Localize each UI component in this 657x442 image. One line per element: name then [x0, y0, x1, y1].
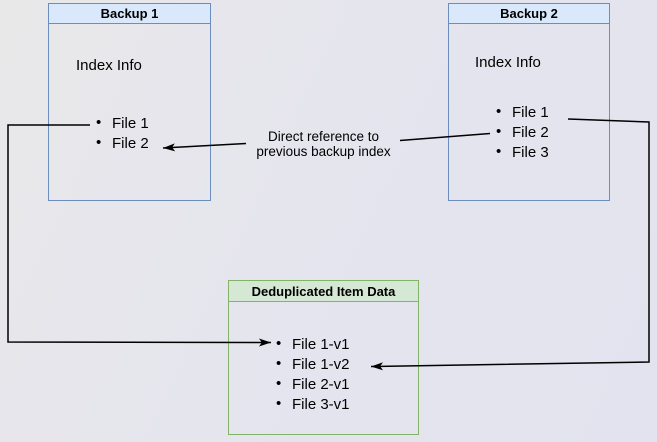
list-item-label: File 3: [512, 144, 549, 161]
list-item-label: File 3-v1: [292, 396, 350, 413]
backup2-file-list: • File 1 • File 2 • File 3: [496, 103, 549, 163]
bullet-icon: •: [496, 143, 502, 160]
dedup-header: Deduplicated Item Data: [229, 281, 418, 302]
list-item: • File 2: [96, 134, 149, 154]
list-item: • File 2: [496, 123, 549, 143]
list-item-label: File 2-v1: [292, 376, 350, 393]
backup1-box: Backup 1 Index Info • File 1 • File 2: [48, 3, 211, 201]
list-item: • File 1-v1: [276, 335, 350, 355]
list-item-label: File 2: [512, 124, 549, 141]
bullet-icon: •: [96, 114, 102, 131]
bullet-icon: •: [496, 103, 502, 120]
bullet-icon: •: [276, 355, 282, 372]
list-item-label: File 1: [112, 115, 149, 132]
list-item-label: File 1-v1: [292, 336, 350, 353]
backup2-title: Backup 2: [500, 6, 558, 21]
annotation-line2: previous backup index: [256, 144, 391, 160]
backup1-file-list: • File 1 • File 2: [96, 114, 149, 153]
dedup-item-list: • File 1-v1 • File 1-v2 • File 2-v1 • Fi…: [276, 335, 350, 415]
direct-reference-annotation: Direct reference to previous backup inde…: [236, 129, 411, 159]
annotation-line1: Direct reference to: [267, 129, 380, 144]
backup1-header: Backup 1: [49, 4, 210, 24]
list-item: • File 3: [496, 143, 549, 163]
list-item-label: File 1-v2: [292, 356, 350, 373]
list-item: • File 1-v2: [276, 355, 350, 375]
list-item: • File 3-v1: [276, 395, 350, 415]
bullet-icon: •: [496, 123, 502, 140]
bullet-icon: •: [276, 375, 282, 392]
bullet-icon: •: [276, 335, 282, 352]
backup2-box: Backup 2 Index Info • File 1 • File 2 • …: [448, 3, 610, 201]
bullet-icon: •: [276, 395, 282, 412]
list-item-label: File 2: [112, 134, 149, 152]
list-item: • File 1: [96, 114, 149, 134]
backup2-header: Backup 2: [449, 4, 609, 24]
backup1-title: Backup 1: [100, 6, 159, 21]
bullet-icon: •: [96, 133, 102, 151]
backup2-index-info-label: Index Info: [475, 54, 541, 71]
deduplicated-item-data-box: Deduplicated Item Data • File 1-v1 • Fil…: [228, 280, 419, 435]
list-item-label: File 1: [512, 104, 549, 121]
list-item: • File 2-v1: [276, 375, 350, 395]
dedup-title: Deduplicated Item Data: [251, 283, 396, 299]
backup1-index-info-label: Index Info: [76, 57, 142, 74]
list-item: • File 1: [496, 103, 549, 123]
